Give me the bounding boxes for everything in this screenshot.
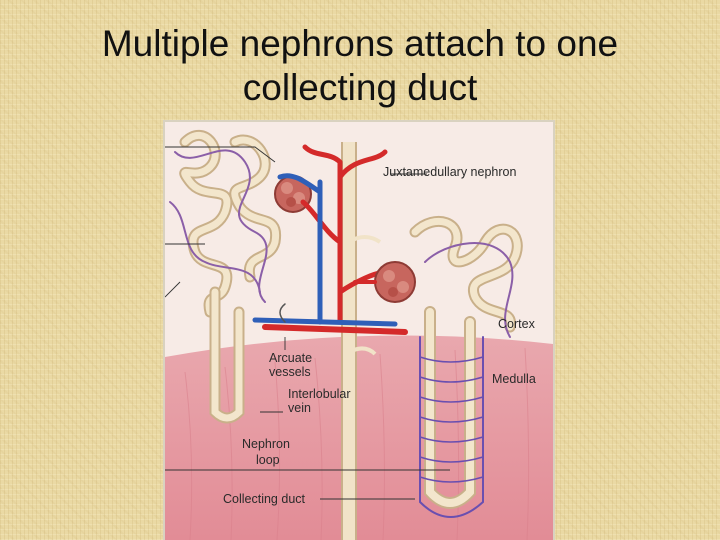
nephron-illustration: Juxtamedullary nephron Cortex Medulla Ar… (165, 122, 553, 540)
label-nephron-loop-line2: loop (256, 453, 280, 467)
blood-vessels (252, 144, 408, 335)
label-arcuate-line2: vessels (269, 365, 311, 379)
label-nephron-loop-line1: Nephron (242, 437, 290, 451)
label-interlobular-line1: Interlobular (288, 387, 351, 401)
medulla-region (165, 335, 553, 540)
label-cortex: Cortex (498, 317, 536, 331)
collecting-duct (341, 142, 382, 540)
medulla-striations (184, 347, 530, 540)
nephron-diagram: Juxtamedullary nephron Cortex Medulla Ar… (165, 122, 553, 540)
slide-title-line-2: collecting duct (242, 67, 478, 108)
label-juxtamedullary-nephron: Juxtamedullary nephron (383, 165, 516, 179)
label-medulla: Medulla (492, 372, 536, 386)
slide-title: Multiple nephrons attach to one collecti… (0, 22, 720, 110)
label-collecting-duct: Collecting duct (223, 492, 306, 506)
label-arcuate-line1: Arcuate (269, 351, 312, 365)
leader-lines (165, 146, 450, 500)
slide-title-line-1: Multiple nephrons attach to one (101, 23, 619, 64)
label-interlobular-line2: vein (288, 401, 311, 415)
juxtamedullary-nephron (353, 215, 523, 518)
